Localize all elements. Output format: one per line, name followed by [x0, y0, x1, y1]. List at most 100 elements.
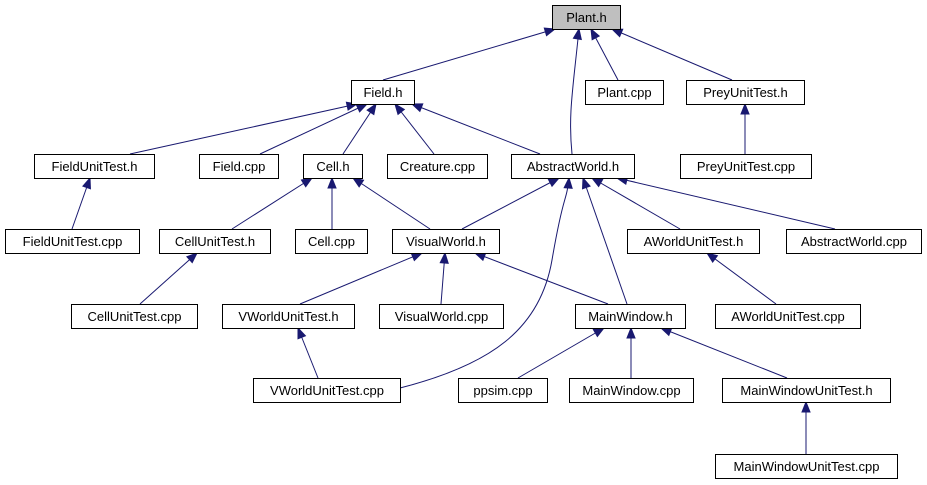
- node-box: [680, 154, 812, 179]
- node-box: [34, 154, 155, 179]
- node-box: [387, 154, 488, 179]
- node-box: [627, 229, 760, 254]
- node-label: Plant.h: [566, 10, 606, 25]
- node-label: AbstractWorld.h: [527, 159, 619, 174]
- node-box: [511, 154, 635, 179]
- node-box: [575, 304, 686, 329]
- arrowhead: [592, 327, 606, 338]
- arrowhead: [547, 177, 561, 188]
- arrowhead: [659, 327, 673, 337]
- node-label: PreyUnitTest.h: [703, 85, 788, 100]
- node-abstractworld-h[interactable]: AbstractWorld.h: [511, 154, 635, 179]
- edge-mainwindow_h-to-abstractworld_h: [582, 177, 628, 305]
- node-box: [715, 454, 898, 479]
- edge-aworldunittest_h-to-abstractworld_h: [591, 177, 681, 230]
- node-fieldunittest-cpp[interactable]: FieldUnitTest.cpp: [5, 229, 140, 254]
- node-cellunittest-cpp[interactable]: CellUnitTest.cpp: [71, 304, 198, 329]
- arrowhead: [740, 102, 750, 115]
- node-mainwindowunittest-cpp[interactable]: MainWindowUnitTest.cpp: [715, 454, 898, 479]
- node-label: FieldUnitTest.h: [52, 159, 138, 174]
- edge-mainwindowunittest_h-to-mainwindow_h: [660, 327, 788, 379]
- node-preyunittest-h[interactable]: PreyUnitTest.h: [686, 80, 805, 105]
- node-label: VisualWorld.cpp: [395, 309, 488, 324]
- arrowhead: [801, 400, 811, 413]
- node-label: ppsim.cpp: [473, 383, 532, 398]
- node-abstractworld-cpp[interactable]: AbstractWorld.cpp: [786, 229, 922, 254]
- node-label: Cell.h: [316, 159, 349, 174]
- edge-aworldunittest_cpp-to-aworldunittest_h: [706, 252, 777, 305]
- node-label: VisualWorld.h: [406, 234, 486, 249]
- node-label: Field.cpp: [213, 159, 266, 174]
- arrowhead: [410, 103, 424, 113]
- edge-fieldunittest_h-to-field_h: [129, 103, 358, 155]
- arrowhead: [355, 103, 369, 113]
- node-mainwindowunittest-h[interactable]: MainWindowUnitTest.h: [722, 378, 891, 403]
- edge-abstractworld_cpp-to-abstractworld_h: [616, 177, 836, 230]
- node-label: Creature.cpp: [400, 159, 475, 174]
- arrowhead: [410, 252, 424, 262]
- node-vworldunittest-h[interactable]: VWorldUnitTest.h: [222, 304, 355, 329]
- node-box: [569, 378, 694, 403]
- node-box: [722, 378, 891, 403]
- arrowhead: [366, 102, 377, 116]
- node-box: [5, 229, 140, 254]
- edge-vworldunittest_cpp-to-abstractworld_h: [399, 177, 570, 389]
- edge-creature_cpp-to-field_h: [394, 103, 435, 155]
- arrowhead: [705, 252, 719, 264]
- node-box: [351, 80, 415, 105]
- arrowhead: [572, 27, 582, 41]
- node-label: FieldUnitTest.cpp: [23, 234, 123, 249]
- arrowhead: [297, 326, 307, 340]
- node-cellunittest-h[interactable]: CellUnitTest.h: [159, 229, 271, 254]
- node-mainwindow-h[interactable]: MainWindow.h: [575, 304, 686, 329]
- node-mainwindow-cpp[interactable]: MainWindow.cpp: [569, 378, 694, 403]
- arrowhead: [351, 177, 365, 188]
- node-box: [199, 154, 279, 179]
- node-label: AWorldUnitTest.cpp: [731, 309, 844, 324]
- node-label: MainWindow.h: [588, 309, 673, 324]
- node-box: [303, 154, 363, 179]
- node-box: [379, 304, 504, 329]
- node-label: Plant.cpp: [597, 85, 651, 100]
- arrowhead: [439, 251, 449, 264]
- node-cell-cpp[interactable]: Cell.cpp: [295, 229, 368, 254]
- edge-preyunittest_h-to-plant_h: [611, 28, 733, 81]
- edge-cellunittest_h-to-cell_h: [231, 177, 313, 230]
- edge-field_cpp-to-field_h: [259, 103, 368, 155]
- edge-mainwindow_h-to-visualworld_h: [474, 252, 609, 305]
- node-label: CellUnitTest.cpp: [88, 309, 182, 324]
- node-label: MainWindow.cpp: [582, 383, 680, 398]
- node-creature-cpp[interactable]: Creature.cpp: [387, 154, 488, 179]
- edge-cellunittest_cpp-to-cellunittest_h: [139, 252, 198, 305]
- node-cell-h[interactable]: Cell.h: [303, 154, 363, 179]
- node-label: Field.h: [363, 85, 402, 100]
- node-visualworld-cpp[interactable]: VisualWorld.cpp: [379, 304, 504, 329]
- node-box: [253, 378, 401, 403]
- arrowhead: [626, 326, 636, 339]
- node-fieldunittest-h[interactable]: FieldUnitTest.h: [34, 154, 155, 179]
- node-label: Cell.cpp: [308, 234, 355, 249]
- node-visualworld-h[interactable]: VisualWorld.h: [392, 229, 500, 254]
- edge-visualworld_h-to-cell_h: [352, 177, 431, 230]
- edge-ppsim_cpp-to-mainwindow_h: [517, 327, 605, 379]
- node-aworldunittest-h[interactable]: AWorldUnitTest.h: [627, 229, 760, 254]
- node-vworldunittest-cpp[interactable]: VWorldUnitTest.cpp: [253, 378, 401, 403]
- node-field-cpp[interactable]: Field.cpp: [199, 154, 279, 179]
- node-box: [715, 304, 861, 329]
- node-box: [585, 80, 664, 105]
- node-field-h[interactable]: Field.h: [351, 80, 415, 105]
- node-plant-cpp[interactable]: Plant.cpp: [585, 80, 664, 105]
- arrowhead: [590, 177, 604, 188]
- node-label: PreyUnitTest.cpp: [697, 159, 795, 174]
- node-label: AWorldUnitTest.h: [644, 234, 744, 249]
- arrowhead: [82, 176, 91, 190]
- node-box: [222, 304, 355, 329]
- node-preyunittest-cpp[interactable]: PreyUnitTest.cpp: [680, 154, 812, 179]
- arrowhead: [590, 27, 601, 41]
- node-label: MainWindowUnitTest.cpp: [734, 459, 880, 474]
- node-aworldunittest-cpp[interactable]: AWorldUnitTest.cpp: [715, 304, 861, 329]
- node-box: [686, 80, 805, 105]
- node-plant-h[interactable]: Plant.h: [552, 5, 621, 30]
- node-ppsim-cpp[interactable]: ppsim.cpp: [458, 378, 548, 403]
